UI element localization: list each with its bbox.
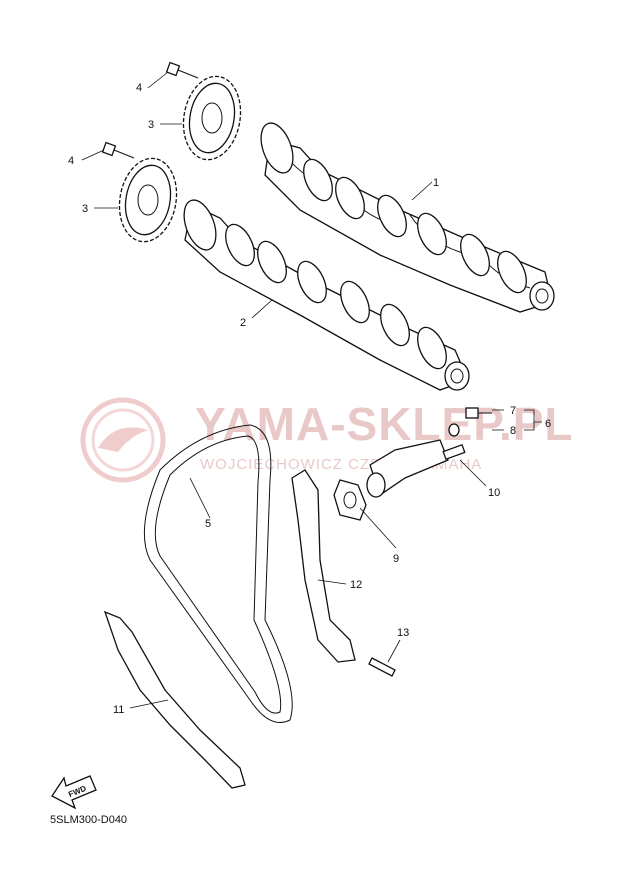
callout-1: 1 [433, 177, 439, 189]
chain-tensioner [366, 439, 466, 498]
sprocket-bolt-lower [101, 141, 135, 159]
sprocket-bolt-upper [165, 61, 199, 79]
tensioner-gasket [333, 479, 367, 521]
chain-guide-exhaust [103, 610, 246, 789]
chain-guide-intake [291, 469, 356, 663]
callout-3-upper: 3 [148, 119, 154, 131]
callout-8: 8 [510, 425, 516, 437]
watermark: YAMA-SKLEP.PL WOJCIECHOWICZ CZĘŚCI YAMAH… [80, 397, 574, 483]
callout-13: 13 [397, 627, 409, 639]
callout-4-lower: 4 [68, 155, 74, 167]
callout-7: 7 [510, 405, 516, 417]
tensioner-cap-bolt [448, 407, 492, 437]
callout-10: 10 [488, 487, 500, 499]
callout-4-upper: 4 [136, 82, 142, 94]
callout-12: 12 [350, 579, 362, 591]
guide-pin [368, 657, 396, 677]
callout-6: 6 [545, 418, 551, 430]
callout-11: 11 [113, 704, 124, 716]
watermark-brand: YAMA-SKLEP.PL [195, 398, 574, 450]
fwd-arrow-icon: FWD [51, 775, 97, 810]
camshaft-upper [260, 122, 555, 313]
callout-2: 2 [240, 317, 246, 329]
callout-9: 9 [393, 553, 399, 565]
callout-3-lower: 3 [82, 203, 88, 215]
cam-sprocket-lower [118, 157, 178, 243]
cam-chain [143, 424, 293, 723]
camshaft-lower [183, 199, 470, 391]
diagram-code: 5SLM300-D040 [50, 814, 127, 826]
leader-lines [81, 71, 542, 709]
cam-sprocket-upper [182, 75, 242, 161]
watermark-logo-icon [80, 397, 166, 483]
callout-5: 5 [205, 518, 211, 530]
callouts: 1 2 3 3 4 4 5 6 7 8 9 10 11 12 13 [68, 82, 551, 716]
